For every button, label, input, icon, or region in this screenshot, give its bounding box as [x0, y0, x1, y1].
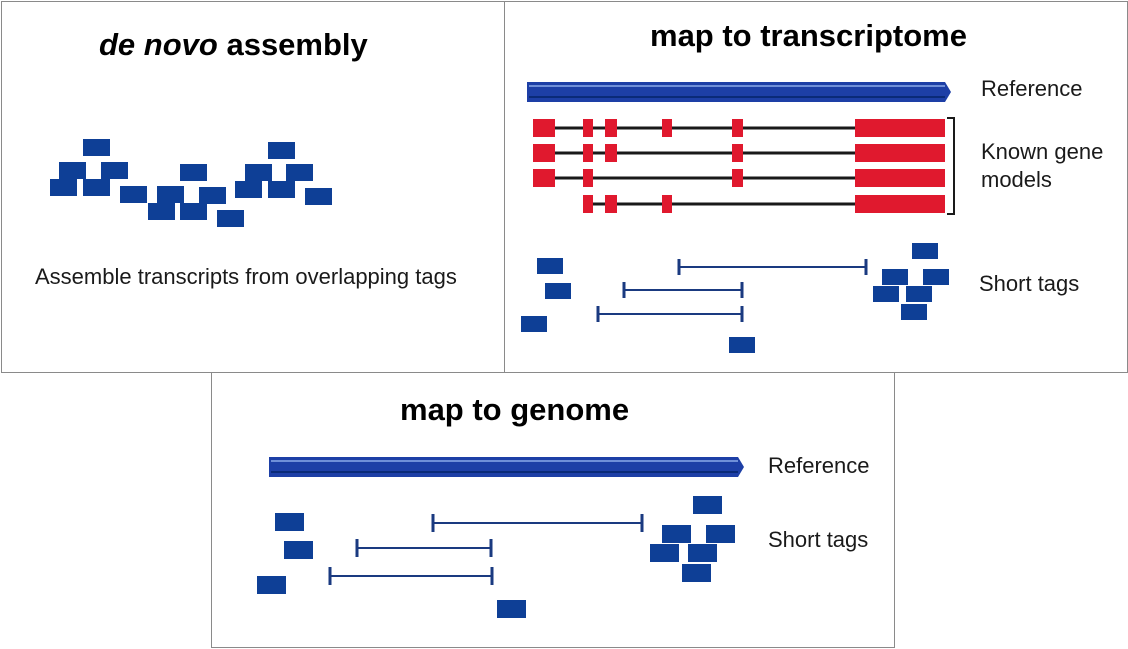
spliced-read	[677, 259, 868, 275]
short-tag-block	[729, 337, 755, 353]
tag-block	[268, 142, 295, 159]
denovo-panel: de novo assembly Assemble transcripts fr…	[1, 1, 506, 373]
denovo-tags-graphic	[50, 139, 332, 227]
tag-block	[286, 164, 313, 181]
gene-model-4	[583, 195, 945, 213]
short-tag-block	[545, 283, 571, 299]
short-tag-block	[688, 544, 717, 562]
tag-block	[83, 139, 110, 156]
short-tag-block	[912, 243, 938, 259]
denovo-title-italic: de novo	[99, 27, 218, 62]
short-tag-block	[650, 544, 679, 562]
tag-block	[148, 203, 175, 220]
transcriptome-graphic	[521, 82, 955, 353]
transcriptome-panel: map to transcriptome	[504, 1, 1128, 373]
short-tag-block	[901, 304, 927, 320]
spliced-read	[355, 539, 493, 557]
gene-models-label-line2: models	[981, 167, 1052, 192]
short-tag-block	[662, 525, 691, 543]
short-tag-block	[257, 576, 286, 594]
spliced-read	[596, 306, 744, 322]
spliced-read	[328, 567, 494, 585]
short-tag-block	[284, 541, 313, 559]
genome-title: map to genome	[400, 392, 630, 427]
transcriptome-reference-label: Reference	[981, 76, 1083, 101]
tag-block	[83, 179, 110, 196]
transcriptome-short-tags-label: Short tags	[979, 271, 1080, 296]
tag-block	[199, 187, 226, 204]
short-tag-block	[521, 316, 547, 332]
tag-block	[235, 181, 262, 198]
short-tag-block	[906, 286, 932, 302]
tag-block	[180, 203, 207, 220]
tag-block	[217, 210, 244, 227]
tag-block	[305, 188, 332, 205]
transcriptome-title: map to transcriptome	[650, 18, 967, 53]
tag-block	[120, 186, 147, 203]
denovo-title: de novo assembly	[99, 29, 368, 60]
short-tag-block	[497, 600, 526, 618]
genome-short-tags-label: Short tags	[768, 527, 869, 552]
genome-reference-label: Reference	[768, 453, 870, 478]
denovo-title-rest: assembly	[217, 27, 368, 62]
short-tag-block	[693, 496, 722, 514]
short-tag-block	[537, 258, 563, 274]
tag-block	[245, 164, 272, 181]
tag-block	[50, 179, 77, 196]
spliced-read	[431, 514, 644, 532]
tag-block	[59, 162, 86, 179]
short-tag-block	[706, 525, 735, 543]
tag-block	[101, 162, 128, 179]
short-tag-block	[682, 564, 711, 582]
gene-model-3	[533, 169, 945, 187]
genome-panel: map to genome	[211, 372, 895, 648]
short-tag-block	[873, 286, 899, 302]
tag-block	[268, 181, 295, 198]
tag-block	[180, 164, 207, 181]
gene-models-bracket	[947, 117, 955, 215]
denovo-caption: Assemble transcripts from overlapping ta…	[35, 264, 457, 289]
tag-block	[157, 186, 184, 203]
genome-graphic	[257, 457, 744, 618]
gene-model-1	[533, 119, 945, 137]
reference-bar	[269, 457, 744, 477]
short-tag-block	[882, 269, 908, 285]
short-tag-block	[923, 269, 949, 285]
spliced-read	[622, 282, 744, 298]
gene-models-label-line1: Known gene	[981, 139, 1104, 164]
reference-bar	[527, 82, 951, 102]
gene-model-2	[533, 144, 945, 162]
short-tag-block	[275, 513, 304, 531]
